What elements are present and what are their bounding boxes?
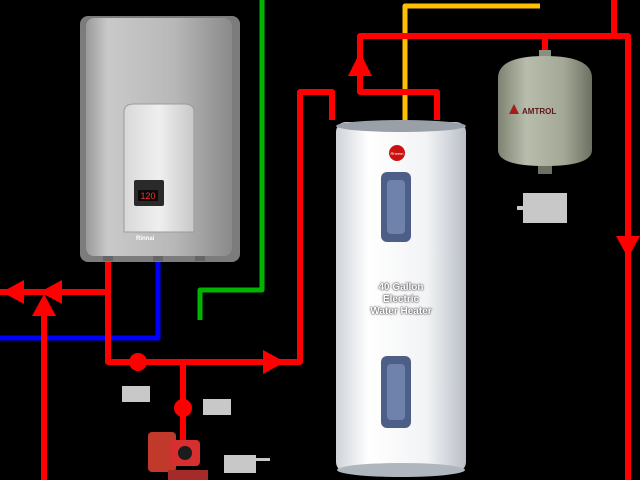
valve-tag-stem xyxy=(517,206,525,210)
tankless-water-heater: 120 Rinnai xyxy=(80,16,240,262)
tank-water-heater: Rheem xyxy=(336,120,466,477)
valve-tags xyxy=(122,193,567,473)
pump-flange xyxy=(168,470,208,480)
flow-arrow-icon xyxy=(40,280,62,304)
expansion-tank-base xyxy=(538,166,552,174)
valve-tag-icon xyxy=(122,386,150,402)
tank-base xyxy=(337,463,465,477)
tank-label-line-3: Water Heater xyxy=(370,306,432,317)
flow-arrow-icon xyxy=(32,294,56,316)
pump-body xyxy=(148,432,176,472)
heater-connector xyxy=(153,256,163,261)
expansion-tank-body xyxy=(498,56,592,166)
expansion-tank: AMTROL xyxy=(498,50,592,174)
amtrol-logo-icon xyxy=(509,104,519,114)
flow-arrow-icon xyxy=(2,280,24,304)
tank-brand: Rheem xyxy=(391,151,405,156)
relief-line xyxy=(402,3,540,122)
heater-connector xyxy=(103,256,113,261)
heater-display xyxy=(138,190,158,201)
lower-element-cover xyxy=(387,364,405,420)
rheem-logo xyxy=(389,145,405,161)
valve-tag-stem xyxy=(256,458,270,461)
junction-dot-icon xyxy=(129,353,147,371)
flow-arrow-icon xyxy=(348,52,372,76)
tank-label-line-2: Electric xyxy=(382,294,420,305)
flow-arrow-icon xyxy=(616,236,640,258)
expansion-tank-fitting xyxy=(539,50,551,58)
cold-supply-line xyxy=(0,258,161,341)
circulator-pump xyxy=(148,432,208,480)
valve-tag-icon xyxy=(523,193,567,223)
valve-tag-icon xyxy=(203,399,231,415)
flow-arrow-icon xyxy=(263,350,285,374)
heater-front-panel xyxy=(123,103,195,233)
tank-top xyxy=(336,120,466,132)
junction-dot-icon xyxy=(174,399,192,417)
heater-connector xyxy=(195,256,205,261)
tank-label-line-1: 40 Gallon xyxy=(378,282,424,293)
upper-element-cover xyxy=(387,180,405,234)
gas-line xyxy=(197,0,265,320)
tank-label: 40 Gallon Electric Water Heater xyxy=(337,282,465,318)
valve-tag-icon xyxy=(224,455,256,473)
junctions xyxy=(129,353,192,417)
heater-brand: Rinnai xyxy=(136,236,155,242)
heater-outlet-line xyxy=(105,89,335,365)
expansion-tank-brand: AMTROL xyxy=(522,107,556,116)
heater-display-value: 120 xyxy=(140,191,155,201)
flow-arrows xyxy=(2,52,640,374)
pump-icon xyxy=(178,446,192,460)
tank-body xyxy=(336,122,466,472)
